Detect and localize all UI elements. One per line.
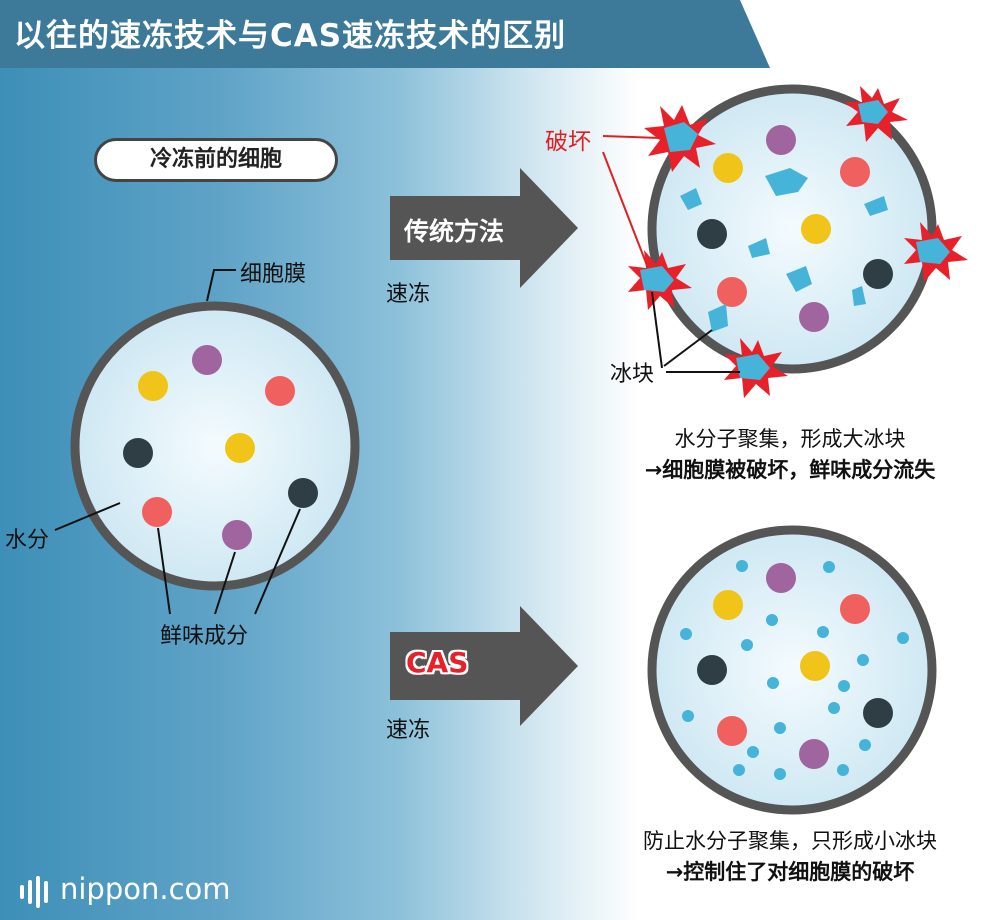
flavor-dot (766, 563, 796, 593)
before-freezing-label: 冷冻前的细胞 (149, 147, 282, 172)
damage-burst (904, 222, 968, 282)
nippon-brand: nippon.com (60, 872, 231, 906)
damage-burst (644, 105, 716, 172)
flavor-dot (863, 698, 893, 728)
damage-burst (628, 250, 692, 310)
ice-block (852, 286, 866, 306)
water-label: 水分 (5, 528, 50, 553)
damage-leader-line (602, 135, 661, 139)
cas-arrow (390, 606, 578, 726)
flavor-dot (840, 594, 870, 624)
flavor-dot (801, 214, 831, 244)
flavor-dot (717, 716, 747, 746)
cas-quickfreeze-label: 速冻 (386, 718, 431, 743)
flavor-label: 鲜味成分 (160, 624, 249, 649)
ice-block (680, 188, 702, 210)
ice-block (786, 266, 812, 292)
flavor-leader-line (254, 508, 301, 615)
traditional-caption-line1: 水分子聚集，形成大冰块 (674, 427, 906, 451)
flavor-dot (225, 433, 255, 463)
flavor-leader-line (214, 551, 236, 615)
flavor-dot (713, 153, 743, 183)
traditional-caption: 水分子聚集，形成大冰块 →细胞膜被破坏，鲜味成分流失 (580, 424, 1000, 486)
cell-traditional-frozen (628, 84, 968, 398)
cell-cas-frozen (647, 525, 937, 815)
flavor-dot (863, 259, 893, 289)
flavor-leader-line (157, 527, 171, 615)
flavor-dot (222, 520, 252, 550)
membrane-leader-line (206, 269, 236, 302)
flavor-dot (123, 438, 153, 468)
flavor-dot (192, 345, 222, 375)
damage-burst (844, 86, 908, 142)
cas-caption-line1: 防止水分子聚集，只形成小冰块 (643, 829, 937, 853)
damage-label: 破坏 (545, 129, 591, 155)
flavor-dot (799, 739, 829, 769)
ice-block-label: 冰块 (610, 362, 655, 387)
traditional-arrow (390, 168, 578, 288)
flavor-dot (697, 655, 727, 685)
title-bar (0, 0, 770, 68)
ice-block (765, 168, 808, 196)
flavor-dot (840, 157, 870, 187)
small-ice-crystals (680, 560, 909, 780)
ice-leader-line (663, 329, 713, 367)
traditional-caption-line2: →细胞膜被破坏，鲜味成分流失 (644, 458, 936, 482)
flavor-dot (142, 497, 172, 527)
before-freezing-pill: 冷冻前的细胞 (94, 138, 338, 182)
cell-before-freezing (70, 301, 360, 591)
cas-caption: 防止水分子聚集，只形成小冰块 →控制住了对细胞膜的破坏 (580, 826, 1000, 888)
flavor-dot (713, 590, 743, 620)
flavor-dot (138, 371, 168, 401)
ice-block (748, 238, 770, 258)
ice-block (864, 196, 888, 216)
page-title: 以往的速冻技术与CAS速冻技术的区别 (14, 18, 567, 54)
flavor-dot (766, 125, 796, 155)
flavor-dot (265, 376, 295, 406)
traditional-method-label: 传统方法 (404, 217, 505, 246)
damage-burst (724, 338, 788, 398)
flavor-dot (717, 277, 747, 307)
ice-block (708, 304, 728, 332)
brand-domain: .com (159, 872, 231, 906)
cas-label: CAS (406, 646, 469, 679)
flavor-dot (800, 651, 830, 681)
damage-leader-line (602, 151, 649, 269)
cas-caption-line2: →控制住了对细胞膜的破坏 (665, 860, 915, 884)
flavor-dot (288, 478, 318, 508)
water-leader-line (54, 502, 121, 531)
membrane-label: 细胞膜 (240, 262, 307, 287)
brand-name: nippon (60, 872, 160, 906)
flavor-dot (799, 302, 829, 332)
nippon-logo-icon (20, 876, 48, 908)
flavor-dot (697, 219, 727, 249)
ice-leader-line (651, 291, 663, 369)
traditional-quickfreeze-label: 速冻 (386, 282, 431, 307)
